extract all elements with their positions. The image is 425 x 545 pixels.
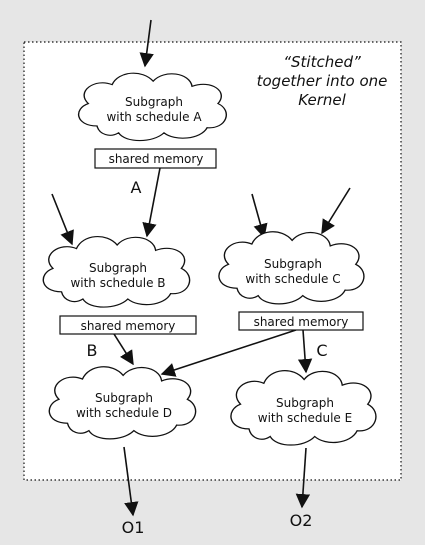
edge-e-to-o2 [295,447,311,509]
edge-input-to-c-left [251,193,268,239]
shared-memory-b-label: shared memory [81,319,176,333]
cloud-e-line1: Subgraph [276,396,334,410]
edge-label-b: B [87,341,98,360]
edge-label-a: A [131,178,142,197]
cloud-d-line2: with schedule D [76,406,172,420]
cloud-c-line1: Subgraph [264,257,322,271]
shared-memory-a [94,148,217,169]
note-line-3: Kernel [298,91,346,109]
cloud-a-line1: Subgraph [125,95,183,109]
cloud-d-line1: Subgraph [95,391,153,405]
output-o2: O2 [290,511,313,530]
edge-label-c: C [316,341,327,360]
shared-memory-b [59,315,197,335]
shared-memory-c [238,311,364,331]
output-o1: O1 [122,518,145,537]
edge-a-to-b [142,167,161,238]
edge-input-to-c-right [321,187,351,235]
cloud-b-line1: Subgraph [89,261,147,275]
note-line-2: together into one [257,72,388,90]
cloud-e-line2: with schedule E [258,411,352,425]
edge-c-to-e [297,329,313,374]
cloud-b-line2: with schedule B [70,276,165,290]
cloud-c-line2: with schedule C [245,272,340,286]
edge-input-to-a [139,19,154,68]
note-line-1: “Stitched” [283,53,361,71]
edge-c-to-d [160,329,297,377]
cloud-a-line2: with schedule A [106,110,202,124]
shared-memory-a-label: shared memory [109,152,204,166]
edge-d-to-o1 [123,446,139,517]
shared-memory-c-label: shared memory [254,315,349,329]
edge-input-to-b [51,193,74,246]
edge-b-to-d [113,333,134,366]
